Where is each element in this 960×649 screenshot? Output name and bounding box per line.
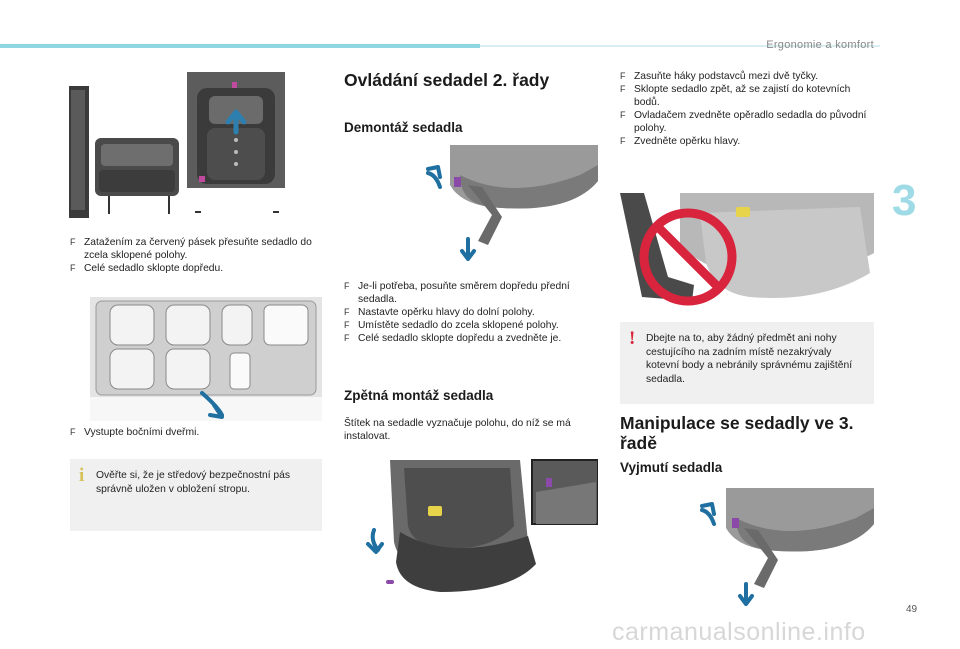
info-note: i Ověřte si, že je středový bezpečnostní… xyxy=(70,459,322,531)
bullet-mark: F xyxy=(344,333,350,343)
bullet-mark: F xyxy=(344,320,350,330)
vehicle-topview-illustration xyxy=(90,297,322,421)
section-title-row2: Ovládání sedadel 2. řady xyxy=(344,70,550,90)
chapter-number: 3 xyxy=(892,176,917,225)
seat-refit-illustration xyxy=(360,452,598,600)
bullet-mark: F xyxy=(70,427,76,437)
watermark: carmanualsonline.info xyxy=(612,618,866,646)
warning-note: ! Dbejte na to, aby žádný předmět ani no… xyxy=(620,322,874,404)
bullet-mark: F xyxy=(344,307,350,317)
header-rule xyxy=(480,45,880,47)
bullet-mark: F xyxy=(70,237,76,247)
bullet-mark: F xyxy=(344,281,350,291)
heading-removal: Demontáž sedadla xyxy=(344,120,463,135)
warning-icon: ! xyxy=(629,328,636,349)
refit-paragraph: Štítek na sedadle vyznačuje polohu, do n… xyxy=(344,418,571,442)
row3-seat-removal-illustration xyxy=(696,488,874,606)
seat-fold-illustration xyxy=(69,72,322,220)
info-icon: i xyxy=(79,465,85,486)
page-number: 49 xyxy=(906,604,918,615)
bullet-mark: F xyxy=(620,71,626,81)
bullet-mark: F xyxy=(620,84,626,94)
seat-removal-illustration xyxy=(420,145,598,263)
section-label: Ergonomie a komfort xyxy=(766,39,874,51)
heading-row3-removal: Vyjmutí sedadla xyxy=(620,460,723,475)
bullet-mark: F xyxy=(620,110,626,120)
bullet-mark: F xyxy=(620,136,626,146)
header-accent-bar xyxy=(0,44,480,48)
heading-refit: Zpětná montáž sedadla xyxy=(344,388,494,403)
section-title-row3: Manipulace se sedadly ve 3. řadě xyxy=(620,413,854,453)
prohibited-obstruction-illustration xyxy=(620,193,874,311)
bullet-mark: F xyxy=(70,263,76,273)
